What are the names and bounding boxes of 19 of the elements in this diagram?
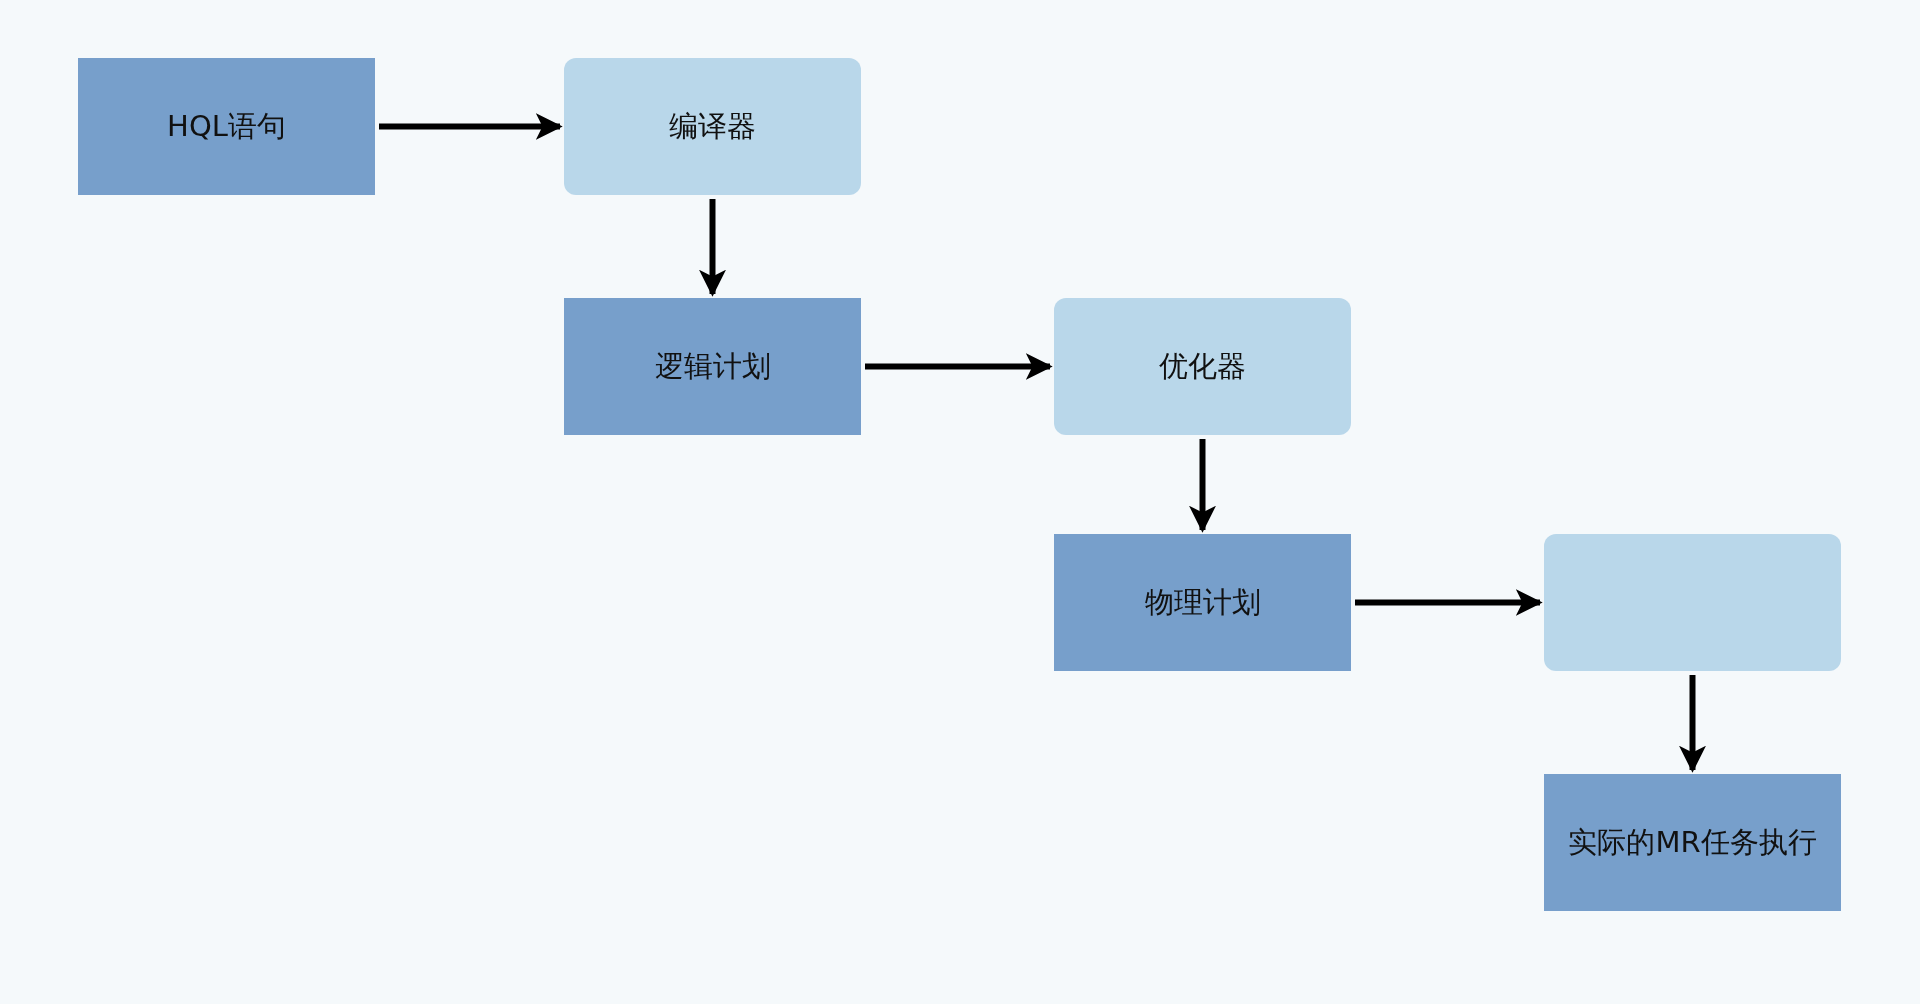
arrow (865, 353, 1053, 380)
process-box (564, 298, 861, 435)
process-box (564, 58, 861, 195)
empty-box (1544, 534, 1841, 671)
arrow (699, 199, 726, 297)
process-box (78, 58, 375, 195)
process-box (1054, 298, 1351, 435)
process-box (1544, 774, 1841, 911)
arrow (1189, 439, 1216, 533)
arrow (1355, 589, 1543, 616)
arrow (379, 113, 563, 140)
node-label: 物理计划 (1144, 583, 1261, 621)
node-label: HQL语句 (167, 107, 286, 145)
node-label: 优化器 (1159, 347, 1246, 385)
arrow (1679, 675, 1706, 773)
node-label: 实际的MR任务执行 (1568, 823, 1817, 861)
process-box (1054, 534, 1351, 671)
node-label: 逻辑计划 (654, 347, 771, 385)
node-label: 编译器 (669, 107, 756, 145)
